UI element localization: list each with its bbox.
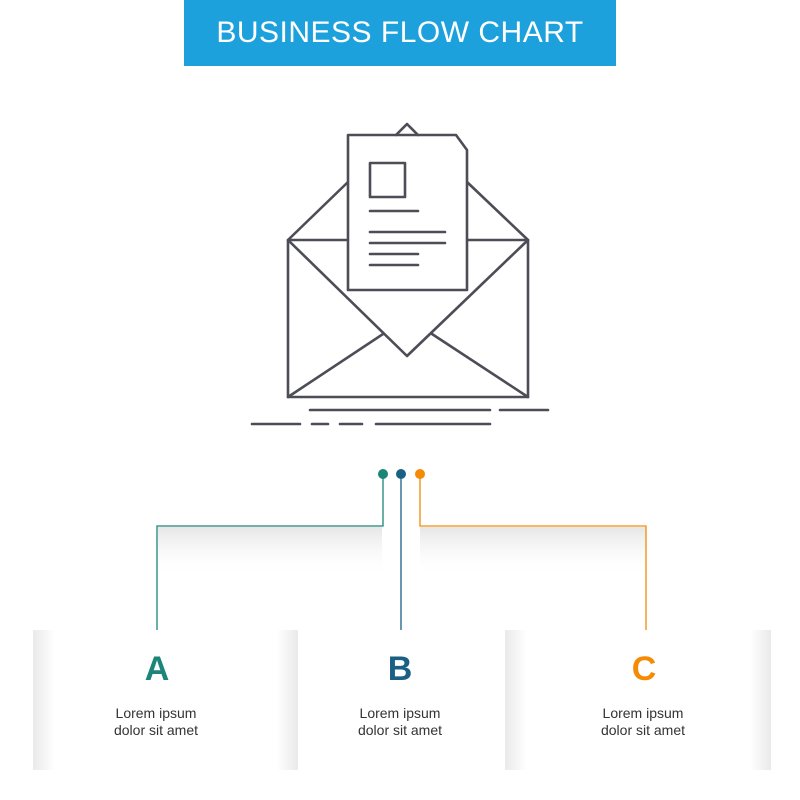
envelope-fold bbox=[286, 238, 530, 358]
connector-dot-b bbox=[396, 469, 406, 479]
option-b-letter: B bbox=[387, 650, 413, 688]
title-banner: BUSINESS FLOW CHART bbox=[184, 0, 616, 66]
document bbox=[346, 133, 469, 292]
document-tab bbox=[394, 122, 420, 137]
option-b-line1: Lorem ipsum bbox=[359, 705, 441, 721]
chart-title: BUSINESS FLOW CHART bbox=[216, 16, 584, 49]
envelope-flap bbox=[286, 180, 350, 242]
connector-dot-c bbox=[415, 469, 425, 479]
panel-b bbox=[300, 630, 505, 770]
option-b-text: Lorem ipsum dolor sit amet bbox=[310, 705, 490, 739]
document-photo bbox=[368, 161, 407, 199]
option-c-line1: Lorem ipsum bbox=[602, 705, 684, 721]
envelope-flap-right bbox=[465, 180, 530, 242]
option-c-line2: dolor sit amet bbox=[600, 722, 686, 738]
connector-shadow bbox=[158, 527, 382, 577]
option-c-text: Lorem ipsum dolor sit amet bbox=[553, 705, 733, 739]
envelope-bottom-left bbox=[286, 332, 385, 399]
envelope-bottom-right bbox=[430, 332, 530, 399]
option-a-letter: A bbox=[144, 650, 170, 688]
option-a-line2: dolor sit amet bbox=[113, 722, 199, 738]
envelope-document-icon bbox=[250, 122, 550, 426]
connector-shadow bbox=[420, 527, 646, 577]
panel-a bbox=[33, 630, 298, 770]
connector-c bbox=[419, 474, 647, 637]
connector-dot-a bbox=[378, 469, 388, 479]
option-a-text: Lorem ipsum dolor sit amet bbox=[66, 705, 246, 739]
option-a-line1: Lorem ipsum bbox=[115, 705, 197, 721]
connector-a bbox=[156, 474, 384, 637]
option-b-line2: dolor sit amet bbox=[357, 722, 443, 738]
option-c-letter: C bbox=[631, 650, 657, 688]
panel-c bbox=[505, 630, 771, 770]
